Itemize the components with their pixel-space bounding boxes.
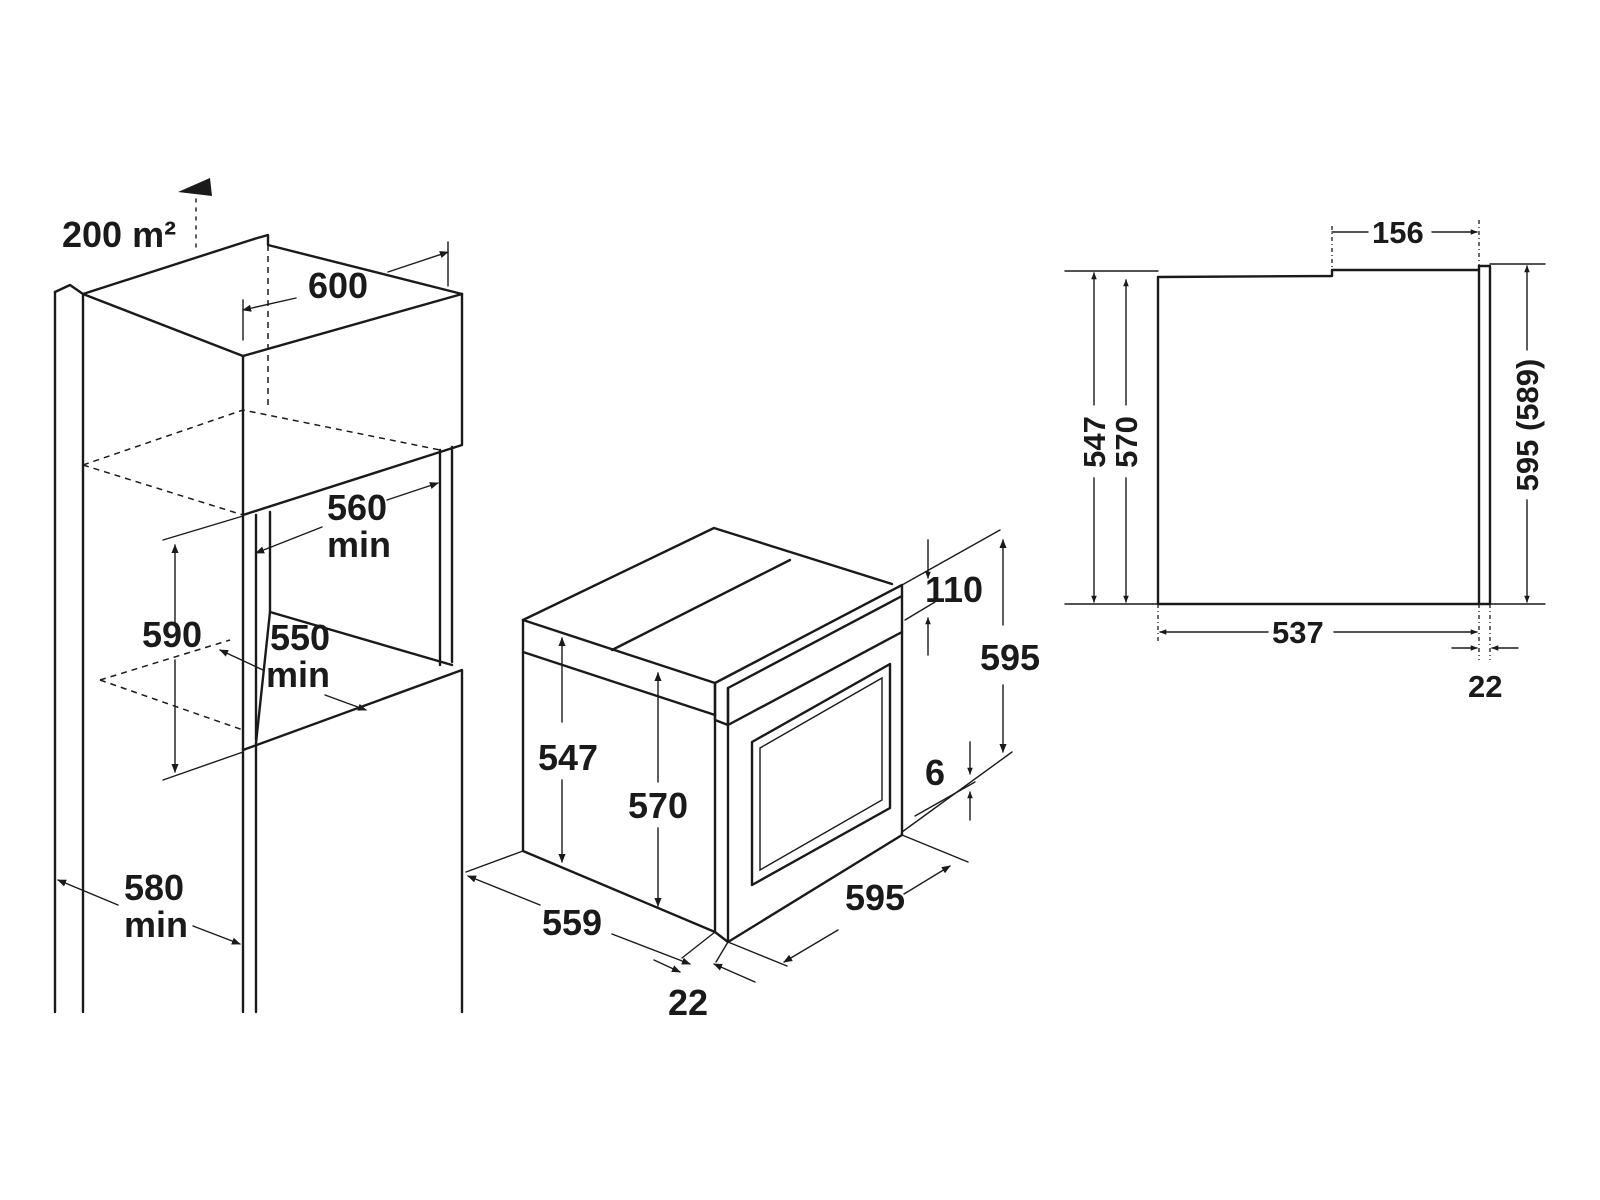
oven-total-height-label: 595 bbox=[980, 637, 1040, 678]
oven-3d-drawing bbox=[465, 526, 1013, 983]
oven-bottom-offset-label: 6 bbox=[925, 752, 945, 793]
niche-depth-min-label: 560 bbox=[327, 487, 387, 528]
cabinet-depth-min-label: 580 bbox=[124, 867, 184, 908]
side-view-drawing bbox=[1064, 220, 1546, 660]
vent-area-label: 200 m² bbox=[62, 214, 176, 255]
niche-labels: 200 m² 600 560 min 590 550 min 580 min bbox=[62, 214, 391, 945]
niche-depth-min-unit: min bbox=[327, 524, 391, 565]
vent-arrow-icon bbox=[178, 178, 212, 196]
niche-width-label: 600 bbox=[308, 265, 368, 306]
side-front-depth-label: 22 bbox=[1468, 669, 1502, 704]
oven-panel-height-label: 110 bbox=[925, 569, 983, 610]
oven-3d-labels: 547 570 559 22 595 110 595 6 bbox=[538, 569, 1040, 1023]
oven-body-height-label: 547 bbox=[538, 737, 598, 778]
side-top-step-label: 156 bbox=[1372, 215, 1424, 250]
niche-width-min-label: 550 bbox=[270, 617, 330, 658]
oven-width-label: 595 bbox=[845, 877, 905, 918]
oven-front-height-label: 570 bbox=[628, 785, 688, 826]
side-height-front-label: 570 bbox=[1109, 416, 1144, 468]
side-view-labels: 156 547 570 595 (589) 537 22 bbox=[1077, 215, 1545, 704]
side-height-body-label: 547 bbox=[1077, 416, 1112, 468]
niche-height-label: 590 bbox=[142, 614, 202, 655]
oven-front-depth-label: 22 bbox=[668, 982, 708, 1023]
cabinet-depth-min-unit: min bbox=[124, 904, 188, 945]
niche-cabinet-drawing bbox=[53, 178, 464, 1014]
side-depth-label: 537 bbox=[1272, 615, 1324, 650]
oven-depth-label: 559 bbox=[542, 902, 602, 943]
left-panel-top bbox=[53, 283, 85, 1014]
side-height-total-label: 595 (589) bbox=[1510, 359, 1545, 492]
niche-width-min-unit: min bbox=[266, 654, 330, 695]
